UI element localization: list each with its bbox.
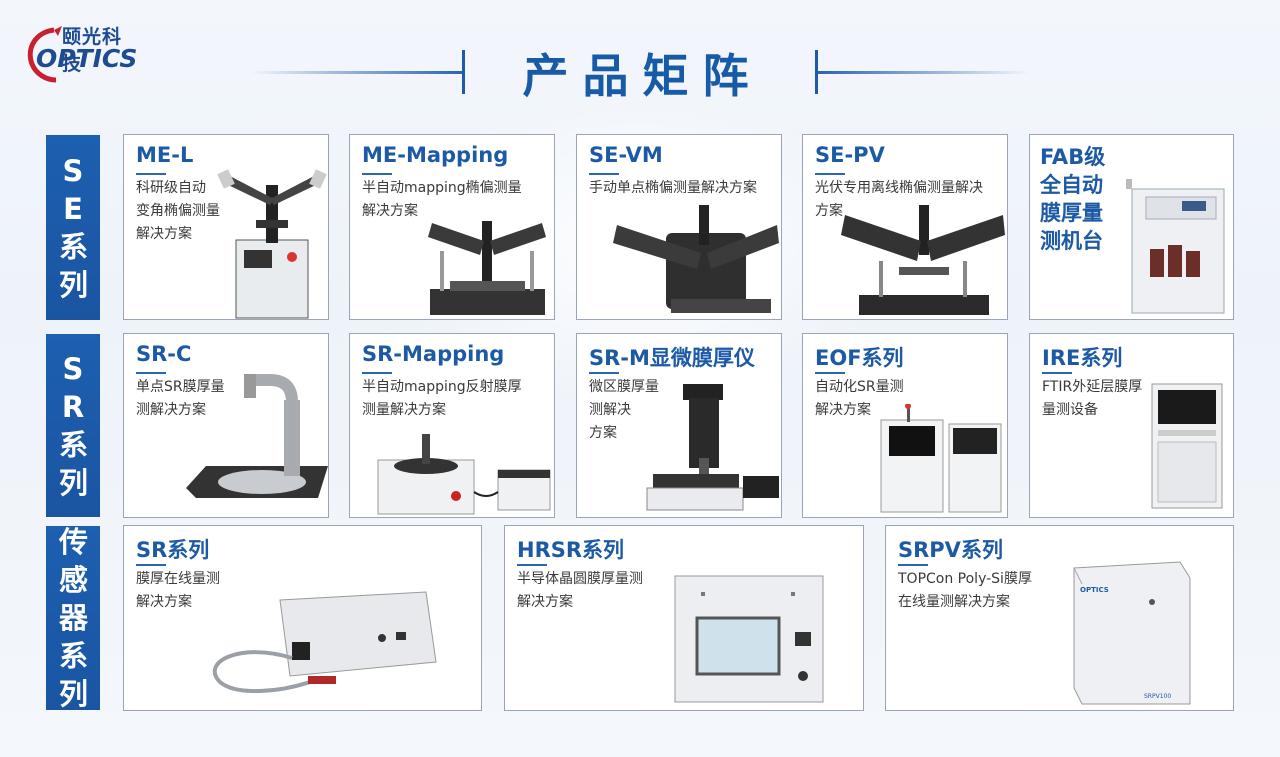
series-label-se: SE系列 [46,135,100,320]
card-rule [362,173,392,175]
card-rule [815,372,845,374]
product-card-sr-c[interactable]: SR-C 单点SR膜厚量 测解决方案 [123,333,329,518]
logo-swoosh-icon [27,26,62,83]
card-rule [589,173,619,175]
card-description: 半自动mapping反射膜厚 测量解决方案 [362,379,522,418]
product-card-se-vm[interactable]: SE-VM 手动单点椭偏测量解决方案 [576,134,782,320]
header-line-right [818,71,1030,74]
fiber-sensor-box-icon [212,591,437,693]
product-card-fab[interactable]: FAB级 全自动 膜厚量 测机台 [1029,134,1234,320]
header-tick-left [462,50,465,94]
series-label-sensor: 传感器系列 [46,525,100,711]
product-card-hrsr[interactable]: HRSR系列 半导体晶圆膜厚量测 解决方案 [504,525,864,711]
ftir-cabinet-icon [1151,383,1223,509]
card-title: EOF系列 [815,346,904,370]
card-rule [1042,372,1072,374]
card-title: SR-C [136,342,192,366]
card-title: SRPV系列 [898,538,1003,562]
sr-mapping-station-icon [377,434,551,515]
card-description: TOPCon Poly-Si膜厚 在线量测解决方案 [898,571,1032,610]
srpv-cabinet-icon: OPTICS SRPV100 [1073,561,1191,705]
microscope-icon [646,384,779,511]
card-rule [589,372,619,374]
card-description: 自动化SR量测 解决方案 [815,379,904,418]
card-rule [362,372,392,374]
product-card-se-pv[interactable]: SE-PV 光伏专用离线椭偏测量解决 方案 [802,134,1008,320]
pv-ellipsometer-icon [841,205,1005,315]
card-rule [136,372,166,374]
card-rule [815,173,845,175]
fab-metrology-machine-icon [1126,179,1225,314]
product-card-me-l[interactable]: ME-L 科研级自动 变角椭偏测量 解决方案 [123,134,329,320]
card-title: SE-PV [815,143,885,167]
company-logo: 颐光科技 OPTICS [24,22,138,90]
product-card-eof[interactable]: EOF系列 自动化SR量测 解决方案 [802,333,1008,518]
card-description: 半自动mapping椭偏测量 解决方案 [362,180,522,219]
card-title: HRSR系列 [517,538,625,562]
card-title: SE-VM [589,143,663,167]
card-description: 科研级自动 变角椭偏测量 解决方案 [136,180,220,242]
series-label-sr: SR系列 [46,334,100,517]
card-rule [136,564,166,566]
mapping-ellipsometer-icon [428,221,546,315]
card-description: 半导体晶圆膜厚量测 解决方案 [517,571,643,610]
sr-point-probe-icon [186,374,328,498]
ellipsometer-tower-icon [217,169,327,319]
card-description: 膜厚在线量测 解决方案 [136,571,220,610]
card-rule [136,173,166,175]
product-card-sr-m[interactable]: SR-M显微膜厚仪 微区膜厚量 测解决 方案 [576,333,782,518]
card-rule [517,564,547,566]
card-description: 手动单点椭偏测量解决方案 [589,180,757,196]
card-title: IRE系列 [1042,346,1123,370]
srpv-logo-text: OPTICS [1080,586,1109,594]
card-description: FTIR外延层膜厚 量测设备 [1042,379,1143,418]
card-rule [898,564,928,566]
card-description: 光伏专用离线椭偏测量解决 方案 [815,180,983,219]
card-title: SR-Mapping [362,342,505,366]
srpv-model-label: SRPV100 [1144,693,1171,700]
product-card-srpv[interactable]: SRPV系列 TOPCon Poly-Si膜厚 在线量测解决方案 OPTICS … [885,525,1234,711]
product-card-sr-mapping[interactable]: SR-Mapping 半自动mapping反射膜厚 测量解决方案 [349,333,555,518]
card-title: ME-Mapping [362,143,509,167]
manual-ellipsometer-icon [613,205,779,313]
logo-chinese-name: 颐光科技 [62,26,123,75]
header-tick-right [815,50,818,94]
card-title: SR-M显微膜厚仪 [589,346,755,370]
logo-english-name: OPTICS [36,44,138,73]
card-title: ME-L [136,143,194,167]
card-title: SR系列 [136,538,210,562]
page-title: 产品矩阵 [522,49,763,103]
header-line-left [250,71,462,74]
card-description: 单点SR膜厚量 测解决方案 [136,379,225,418]
product-card-ire[interactable]: IRE系列 FTIR外延层膜厚 量测设备 [1029,333,1234,518]
card-description: 微区膜厚量 测解决 方案 [589,379,659,441]
hrsr-instrument-icon [674,575,824,703]
product-card-sensor-sr[interactable]: SR系列 膜厚在线量测 解决方案 [123,525,482,711]
card-title: FAB级 全自动 膜厚量 测机台 [1040,145,1106,253]
product-card-me-mapping[interactable]: ME-Mapping 半自动mapping椭偏测量 解决方案 [349,134,555,320]
eof-cabinet-icon [880,404,1002,513]
